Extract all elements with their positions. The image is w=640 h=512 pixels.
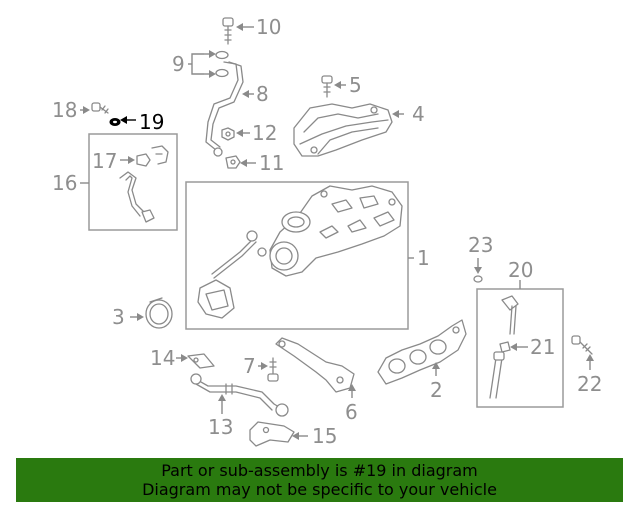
callout-21: 21 [530, 335, 555, 359]
part-17-clamp [136, 153, 151, 167]
part-9-washers [215, 50, 229, 78]
callout-6: 6 [345, 400, 358, 424]
part-2-manifold-gasket [377, 319, 467, 385]
banner-line-disclaimer: Diagram may not be specific to your vehi… [142, 480, 497, 499]
callout-1: 1 [417, 246, 430, 270]
callout-22: 22 [577, 372, 602, 396]
part-4-heat-shield [293, 103, 393, 157]
part-11-gasket [225, 155, 241, 169]
callout-15: 15 [312, 424, 337, 448]
part-23-washer [473, 275, 483, 283]
part-15-bracket [249, 421, 295, 447]
part-19-seal [109, 118, 121, 126]
part-13-oil-return-pipe [190, 373, 289, 417]
part-16-hose [119, 145, 169, 223]
part-14-gasket [187, 353, 215, 369]
callout-labels: 10 9 8 5 4 18 19 12 17 11 16 23 1 20 3 2… [52, 15, 602, 448]
callout-7: 7 [243, 354, 256, 378]
callout-8: 8 [256, 82, 269, 106]
part-12-nut [221, 127, 235, 141]
part-6-bracket [275, 337, 355, 393]
callout-5: 5 [349, 73, 362, 97]
callout-16: 16 [52, 171, 77, 195]
part-7-stud [267, 357, 279, 382]
leader-lines [80, 23, 594, 440]
callout-19: 19 [139, 110, 164, 134]
callout-4: 4 [412, 102, 425, 126]
group-box-1 [185, 181, 409, 330]
callout-10: 10 [256, 15, 281, 39]
callout-12: 12 [252, 121, 277, 145]
part-10-bolt [222, 17, 234, 45]
part-5-bolt [321, 75, 333, 98]
banner-line-part: Part or sub-assembly is #19 in diagram [161, 461, 478, 480]
part-8-oil-pipe [205, 61, 244, 157]
callout-18: 18 [52, 98, 77, 122]
callout-3: 3 [112, 305, 125, 329]
callout-9: 9 [172, 52, 185, 76]
part-18-bolt [91, 102, 109, 114]
callout-14: 14 [150, 346, 175, 370]
part-1-turbo-manifold [197, 185, 403, 319]
callout-20: 20 [508, 258, 533, 282]
callout-2: 2 [430, 378, 443, 402]
part-3-ring-clamp [145, 297, 173, 329]
callout-17: 17 [92, 149, 117, 173]
info-banner: Part or sub-assembly is #19 in diagram D… [16, 458, 623, 502]
callout-11: 11 [259, 151, 284, 175]
part-22-bolt [571, 335, 593, 355]
callout-23: 23 [468, 233, 493, 257]
group-box-16 [88, 133, 178, 231]
callout-13: 13 [208, 415, 233, 439]
part-20-sensor-assembly [489, 295, 519, 399]
